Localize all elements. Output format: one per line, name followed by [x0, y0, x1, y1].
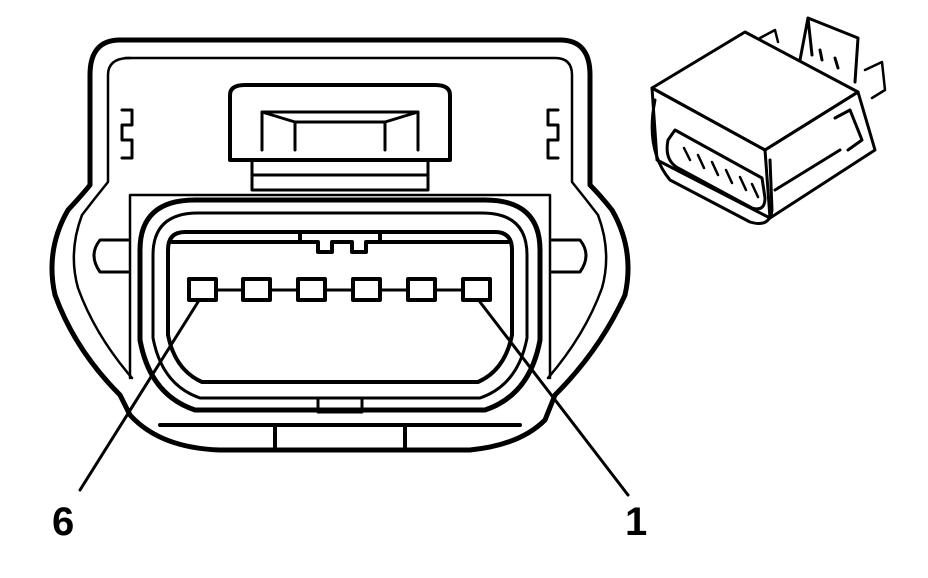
- pin-label-6: 6: [52, 500, 74, 544]
- bottom-key-small: [316, 396, 364, 414]
- latch-inner: [260, 110, 420, 152]
- iso-side-latch: [773, 108, 864, 192]
- leader-line-pin-6: [78, 300, 200, 492]
- iso-front-shroud: [650, 98, 774, 225]
- pin-2: [406, 277, 437, 302]
- right-ear: [550, 238, 588, 274]
- right-notch: [546, 108, 560, 160]
- connector-isometric-view: [650, 16, 887, 225]
- pin-6: [187, 277, 218, 302]
- latch-ramp: [260, 110, 420, 152]
- connector-front-view: [49, 37, 631, 497]
- pin-label-1: 1: [625, 500, 647, 544]
- pin-3: [351, 277, 382, 302]
- leader-line-pin-1: [478, 300, 630, 497]
- housing-inner-shell-left: [72, 56, 134, 380]
- latch-outer: [228, 83, 452, 162]
- iso-latch-tab: [798, 16, 860, 84]
- housing-outer-outline: [49, 37, 631, 453]
- pin-row: [187, 277, 492, 302]
- mating-face-cavity: [166, 230, 514, 384]
- pin-5: [241, 277, 272, 302]
- iso-right-face: [763, 90, 877, 220]
- pin-1: [461, 277, 492, 302]
- body-separator: [128, 193, 552, 380]
- left-ear: [92, 238, 130, 274]
- iso-mating-cavity: [665, 128, 767, 211]
- iso-front-face: [650, 86, 772, 220]
- pin-4: [296, 277, 327, 302]
- bottom-key-large: [158, 423, 522, 452]
- iso-top-face: [650, 30, 860, 152]
- left-notch: [120, 108, 134, 160]
- iso-pins: [682, 146, 760, 199]
- mating-face-middle: [151, 211, 529, 400]
- mating-face-outer: [137, 197, 543, 413]
- latch-base: [250, 158, 430, 192]
- keyway: [170, 230, 510, 254]
- housing-inner-shell: [123, 56, 608, 380]
- iso-rear-ribs: [758, 28, 887, 100]
